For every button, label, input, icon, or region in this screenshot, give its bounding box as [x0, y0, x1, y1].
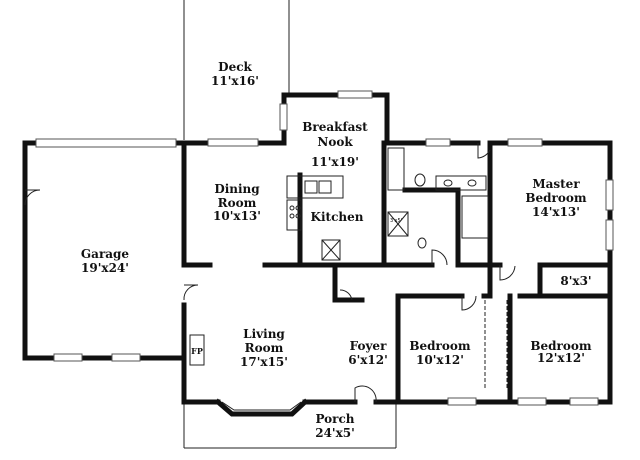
master-size: 14'x13' — [532, 205, 580, 219]
garage-size: 19'x24' — [81, 261, 129, 275]
bath-fixtures — [387, 147, 489, 249]
master-name-2: Bedroom — [525, 191, 586, 205]
breakfast-name-1: Breakfast — [302, 120, 368, 134]
closet-size: 8'x3' — [560, 274, 591, 288]
bedroom3-name: Bedroom — [530, 339, 591, 353]
deck-name: Deck — [218, 60, 252, 74]
dining-name-1: Dining — [214, 182, 260, 196]
deck-size: 11'x16' — [211, 74, 259, 88]
living-name-1: Living — [243, 327, 285, 341]
small-closet-size: 3'x5' — [390, 218, 402, 224]
porch-name: Porch — [315, 412, 354, 426]
master-name-1: Master — [532, 177, 580, 191]
living-size: 17'x15' — [240, 355, 288, 369]
dining-size: 10'x13' — [213, 209, 261, 223]
breakfast-name-2: Nook — [317, 135, 353, 149]
bedroom2-name: Bedroom — [409, 339, 470, 353]
doors — [24, 143, 516, 403]
porch-size: 24'x5' — [315, 426, 355, 440]
dining-name-2: Room — [218, 196, 257, 210]
fireplace-label: FP — [191, 346, 203, 356]
fireplace-icon — [189, 334, 205, 366]
closet-doors — [484, 300, 508, 390]
windows — [35, 90, 614, 406]
bay-window — [214, 398, 309, 417]
foyer-name: Foyer — [350, 339, 387, 353]
kitchen-fixtures — [286, 175, 344, 261]
kitchen-name: Kitchen — [311, 210, 364, 224]
porch-area — [183, 404, 397, 449]
breakfast-size: 11'x19' — [311, 155, 359, 169]
garage-name: Garage — [81, 247, 130, 261]
deck-area — [183, 0, 290, 140]
bedroom3-size: 12'x12' — [537, 351, 585, 365]
bedroom2-size: 10'x12' — [416, 353, 464, 367]
room-labels: Deck 11'x16' Breakfast Nook 11'x19' Kitc… — [81, 60, 592, 440]
living-name-2: Room — [245, 341, 284, 355]
foyer-size: 6'x12' — [348, 353, 388, 367]
